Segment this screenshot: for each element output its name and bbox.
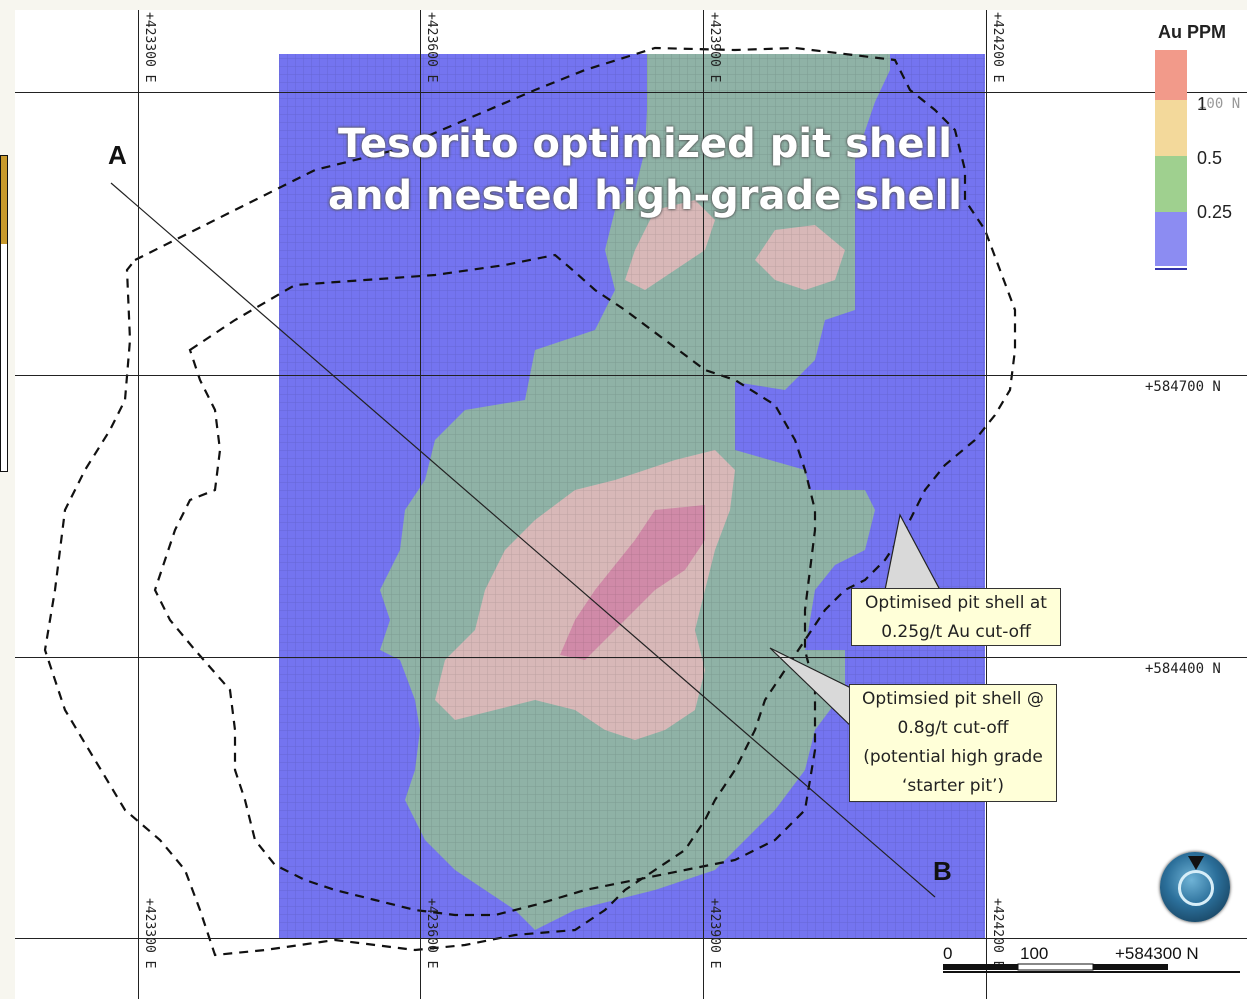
legend-label: 1 xyxy=(1197,94,1208,114)
northing-label: +584400 N xyxy=(1145,661,1221,677)
map-title-line2: and nested high-grade shell xyxy=(327,173,963,219)
callout-text: ‘starter pit’) xyxy=(901,776,1005,796)
section-label-a: A xyxy=(108,140,127,170)
section-line xyxy=(110,182,936,898)
scale-bar-segment xyxy=(943,964,1018,970)
gridline-584100 xyxy=(15,92,1247,93)
legend-swatch-low xyxy=(1155,212,1187,266)
callout-pit-shell-025: Optimised pit shell at 0.25g/t Au cut-of… xyxy=(851,588,1061,646)
scale-bar-segment xyxy=(1093,964,1168,970)
scale-bar xyxy=(943,963,1240,973)
northing-label: 100 N xyxy=(1198,96,1241,112)
gridline-423300 xyxy=(138,10,139,999)
easting-label: +423300 E xyxy=(142,898,157,969)
gridline-584400 xyxy=(15,657,1247,658)
compass-needle xyxy=(1188,856,1204,870)
callout-text: (potential high grade xyxy=(863,747,1043,767)
legend-swatch-1 xyxy=(1155,50,1187,100)
easting-label: +423600 E xyxy=(424,12,439,83)
gridline-423600 xyxy=(420,10,421,999)
scale-label: 0 xyxy=(943,944,953,963)
pit-shell-025 xyxy=(43,46,1017,957)
gridline-424200 xyxy=(986,10,987,999)
map-canvas: +423300 E +423600 E +423900 E +424200 E … xyxy=(15,10,1247,999)
map-title: Tesorito optimized pit shell and nested … xyxy=(295,118,995,222)
easting-label: +423600 E xyxy=(424,898,439,969)
legend-colorbar xyxy=(1155,50,1187,270)
gridline-584700 xyxy=(15,375,1247,376)
scale-label: +584300 N xyxy=(1115,944,1199,963)
legend-title: Au PPM xyxy=(1158,22,1227,42)
legend-swatch-025 xyxy=(1155,156,1187,212)
pit-shell-08 xyxy=(153,253,817,917)
easting-label: +424200 E xyxy=(990,898,1005,969)
compass-icon xyxy=(1160,852,1230,922)
panel-edge xyxy=(0,155,8,472)
easting-label: +423900 E xyxy=(707,898,722,969)
easting-label: +423900 E xyxy=(707,12,722,83)
easting-label: +424200 E xyxy=(990,12,1005,83)
legend-label: 0.25 xyxy=(1197,202,1233,222)
scale-label: 100 xyxy=(1020,944,1049,963)
compass-ring xyxy=(1178,870,1214,906)
callout-pit-shell-08: Optimsied pit shell @ 0.8g/t cut-off (po… xyxy=(849,684,1057,802)
block-model xyxy=(43,46,1017,957)
easting-label: +423300 E xyxy=(142,12,157,83)
callout-text: 0.8g/t cut-off xyxy=(897,718,1009,738)
gridline-584300 xyxy=(15,938,1247,939)
legend-label: 0.5 xyxy=(1197,148,1223,168)
panel-edge-accent xyxy=(1,156,7,244)
callout-text: Optimsied pit shell @ xyxy=(862,689,1044,709)
callout-text: Optimised pit shell at xyxy=(865,593,1047,613)
callout-text: 0.25g/t Au cut-off xyxy=(881,622,1031,642)
legend-swatch-05 xyxy=(1155,100,1187,156)
northing-label: +584700 N xyxy=(1145,379,1221,395)
scale-bar-segment xyxy=(1017,963,1094,971)
section-label-b: B xyxy=(933,856,952,886)
map-title-line1: Tesorito optimized pit shell xyxy=(338,121,952,167)
gridline-423900 xyxy=(703,10,704,999)
